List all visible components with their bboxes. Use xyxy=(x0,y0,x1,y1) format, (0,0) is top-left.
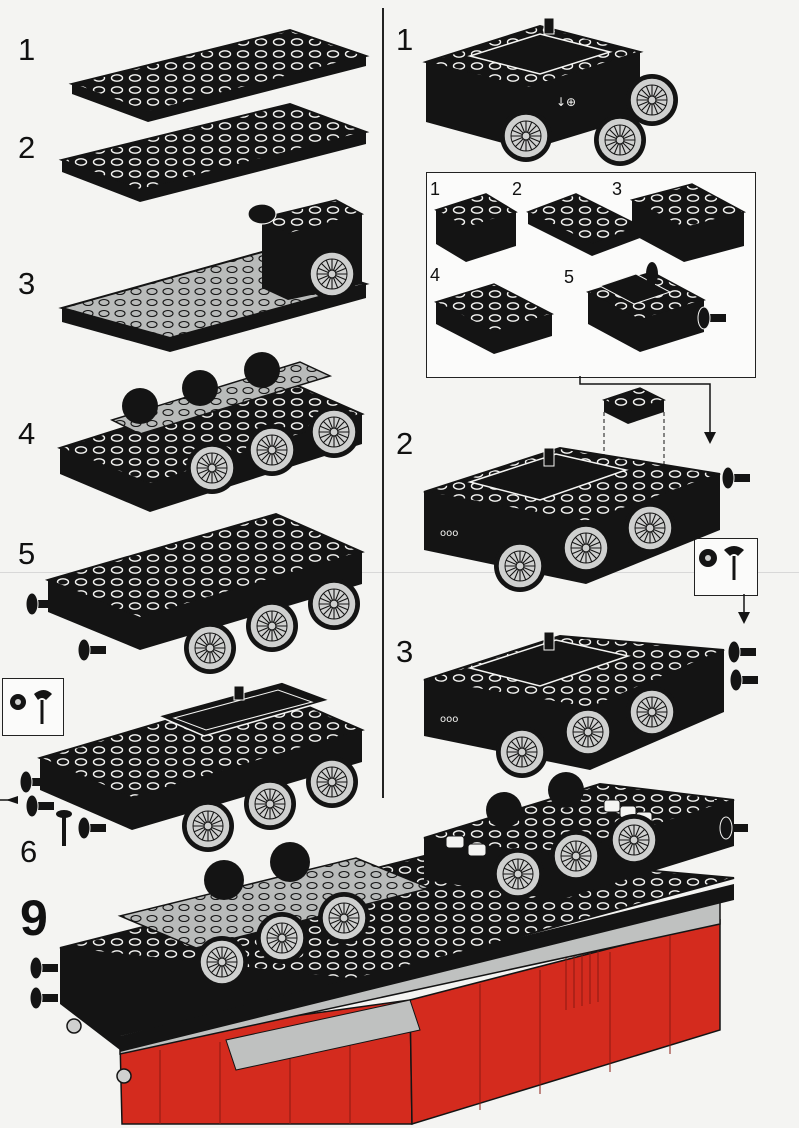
left-step-5-number: 5 xyxy=(18,536,36,571)
svg-text:↓⊕: ↓⊕ xyxy=(556,95,576,109)
coupling-part-callout-left xyxy=(2,678,64,736)
coupling-part-callout-right xyxy=(694,538,758,596)
right-step-1-motor: ↓⊕ xyxy=(422,17,679,167)
left-step-2-number: 2 xyxy=(18,130,36,165)
left-step-5-chassis xyxy=(25,512,365,675)
svg-text:ooo: ooo xyxy=(440,714,458,725)
right-step-3-number: 3 xyxy=(396,634,414,669)
left-step-4-number: 4 xyxy=(18,416,36,451)
main-step-number: 9 xyxy=(20,890,48,946)
left-step-3-assembly xyxy=(58,199,370,352)
inset-step-3-number: 3 xyxy=(612,179,623,199)
main-step-9-locomotive xyxy=(29,772,749,1126)
left-step-2-plate xyxy=(58,102,370,202)
inset-part-4 xyxy=(434,283,554,354)
right-step-2-number: 2 xyxy=(396,426,414,461)
left-step-6-number: 6 xyxy=(20,834,38,869)
left-step-3-number: 3 xyxy=(18,266,36,301)
right-step-3-assembly: ooo xyxy=(423,631,759,779)
inset-part-1 xyxy=(434,193,518,262)
inset-step-1-number: 1 xyxy=(430,179,441,199)
inset-step-2-number: 2 xyxy=(512,179,523,199)
left-step-1-plate xyxy=(68,28,370,122)
inset-part-2 xyxy=(526,193,642,256)
right-step-2-assembly: ooo xyxy=(423,387,751,593)
column-divider xyxy=(382,8,384,798)
arrow-down-icon xyxy=(738,594,750,624)
inset-part-3 xyxy=(629,183,747,262)
left-step-1-number: 1 xyxy=(18,32,36,67)
inset-part-5 xyxy=(586,262,727,352)
arrow-right-icon xyxy=(6,796,18,804)
inset-step-5-number: 5 xyxy=(564,267,575,287)
wheel-set-icon xyxy=(699,546,744,580)
svg-text:ooo: ooo xyxy=(440,528,458,539)
left-step-6-chassis xyxy=(0,681,365,853)
right-step-1-number: 1 xyxy=(396,22,414,57)
arrow-down-icon xyxy=(579,376,716,444)
left-step-4-chassis xyxy=(57,352,365,512)
train-magnet-coupling-icon xyxy=(10,690,52,724)
page-fold-line xyxy=(0,572,799,573)
inset-step-4-number: 4 xyxy=(430,265,441,285)
